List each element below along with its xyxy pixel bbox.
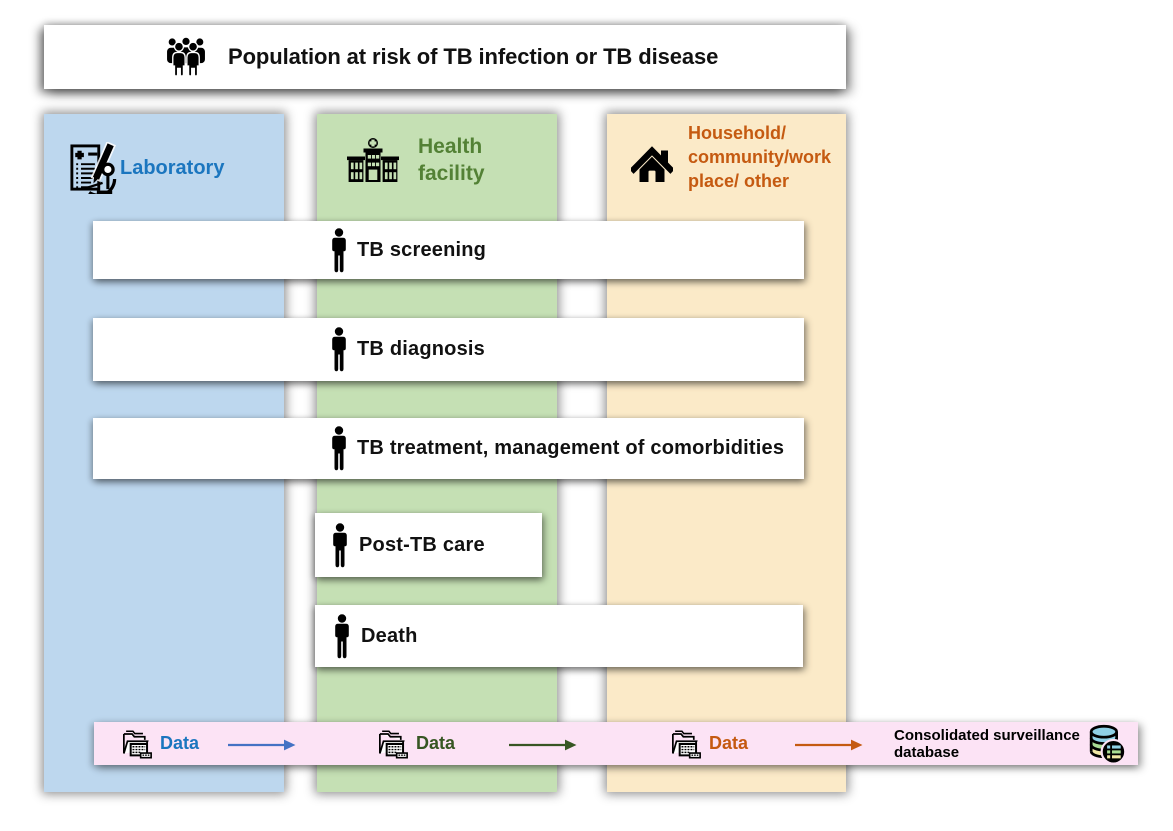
health-facility-label: Health facility [418,135,485,185]
lab-microscope [88,174,117,194]
household-label: Household/ community/work place/ other [688,123,832,191]
hospital-windows [350,139,397,180]
home-icon [631,146,673,182]
stage-label: TB screening [357,238,487,261]
stage-tb-treatment: TB treatment, management of comorbiditie… [93,418,804,479]
hospital-icon [347,138,399,182]
person-icon [333,522,347,567]
stage-death: Death [315,605,803,667]
data-files-icon [379,730,408,758]
data-arrow-1 [227,738,296,756]
lab-pen [86,142,117,189]
data-label: Data [709,733,749,753]
data-group-laboratory: Data [122,722,199,765]
stage-label: TB treatment, management of comorbiditie… [357,437,785,459]
data-group-household: Data [671,722,748,765]
lab-microscope-lens [101,162,115,177]
stage-tb-screening: TB screening [93,221,804,279]
data-files-icon [672,730,701,758]
data-group-health-facility: Data [378,722,455,765]
database-icon [1089,724,1127,764]
stage-label: Death [361,624,418,647]
lab-test-icon [70,142,117,194]
person-icon [332,327,346,372]
data-label: Data [160,733,200,753]
stage-tb-diagnosis: TB diagnosis [93,318,804,381]
lab-paper-plus [75,150,84,160]
data-arrow-3 [794,738,863,756]
person-front-right [186,41,200,77]
laboratory-label: Laboratory [120,157,225,179]
data-files-icon [123,730,152,758]
lab-paper-lines [76,163,95,189]
stage-label: Post-TB care [359,533,485,556]
stage-label: TB diagnosis [357,338,485,360]
person-icon [332,426,346,471]
people-group-icon [165,37,207,77]
data-flow-bar: Data Data [94,722,1138,765]
database-list-badge [1100,738,1127,764]
person-icon [335,613,349,658]
population-box-title: Population at risk of TB infection or TB… [228,44,719,69]
stage-post-tb-care: Post-TB care [315,513,542,577]
population-box: Population at risk of TB infection or TB… [44,25,846,89]
data-label: Data [416,733,456,753]
data-arrow-2 [508,738,577,756]
person-front-left [172,41,186,77]
consolidated-database-label: Consolidated surveillance database [894,726,1080,762]
person-icon [332,227,346,272]
